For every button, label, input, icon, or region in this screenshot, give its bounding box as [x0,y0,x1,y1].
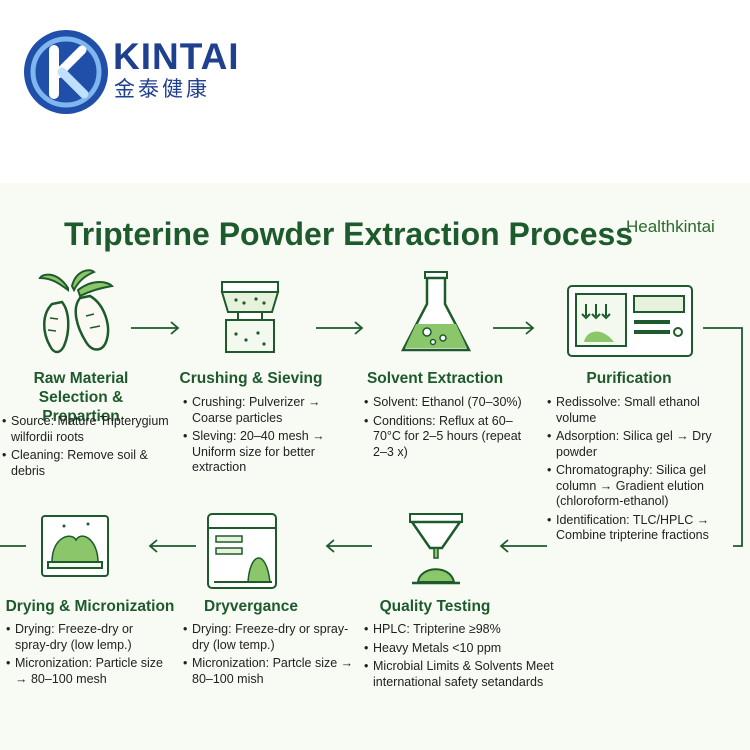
list-item: Cleaning: Remove soil & debris [2,448,178,479]
kintai-logo-icon [24,30,108,114]
list-item: Source: Mature Tripterygium wilfordii ro… [2,414,178,445]
brand-chinese-name: 金泰健康 [114,77,210,101]
list-item: Solvent: Ethanol (70–30%) [364,395,526,411]
step-list-purification: Redissolve: Small ethanol volume Adsorpt… [547,395,743,547]
list-item: Micronization: Partcle size → 80–100 mis… [183,656,355,687]
step-title-crushing: Crushing & Sieving [179,370,323,387]
dryer-machine-icon [207,513,277,589]
list-item: Drying: Freeze-dry or spray-dry (low lem… [6,622,166,653]
chromatography-machine-icon [567,285,693,357]
list-item: HPLC: Tripterine ≥98% [364,622,600,638]
step-list-raw-material: Source: Mature Tripterygium wilfordii ro… [2,414,178,482]
crusher-icon [220,281,280,353]
powder-tray-icon [41,515,109,577]
step-title-dryvergance: Dryvergance [204,598,298,615]
list-item: Identification: TLC/HPLC → Combine tript… [547,513,743,544]
step-list-quality-testing: HPLC: Tripterine ≥98% Heavy Metals <10 p… [364,622,600,693]
flask-icon [400,271,472,352]
step-list-crushing: Crushing: Pulverizer → Coarse particles … [183,395,333,479]
list-item: Chromatography: Silica gel column → Grad… [547,463,743,510]
step-list-drying-micronization: Drying: Freeze-dry or spray-dry (low lem… [6,622,166,690]
list-item: Conditions: Reflux at 60–70°C for 2–5 ho… [364,414,526,461]
step-title-quality-testing: Quality Testing [379,598,491,615]
list-item: Microbial Limits & Solvents Meet interna… [364,659,600,690]
step-title-solvent-extraction: Solvent Extraction [366,370,504,387]
list-item: Heavy Metals <10 ppm [364,641,600,657]
list-item: Micronization: Particle size → 80–100 me… [6,656,166,687]
watermark: Healthkintai [626,217,715,236]
list-item: Crushing: Pulverizer → Coarse particles [183,395,333,426]
diagram-title: Tripterine Powder Extraction Process [64,216,634,252]
list-item: Redissolve: Small ethanol volume [547,395,743,426]
roots-icon [38,269,115,354]
funnel-powder-icon [409,513,463,585]
step-list-solvent-extraction: Solvent: Ethanol (70–30%) Conditions: Re… [364,395,526,463]
step-title-purification: Purification [586,370,672,387]
brand-name: KINTAI [113,36,240,77]
step-title-drying-micronization: Drying & Micronization [5,598,175,615]
list-item: Sleving: 20–40 mesh → Uniform size for b… [183,429,333,476]
step-title-raw-material: Raw Material Selection & Prepartion [33,370,129,425]
step-list-dryvergance: Drying: Freeze-dry or spray-dry (low tem… [183,622,355,690]
list-item: Drying: Freeze-dry or spray-dry (low tem… [183,622,355,653]
list-item: Adsorption: Silica gel → Dry powder [547,429,743,460]
